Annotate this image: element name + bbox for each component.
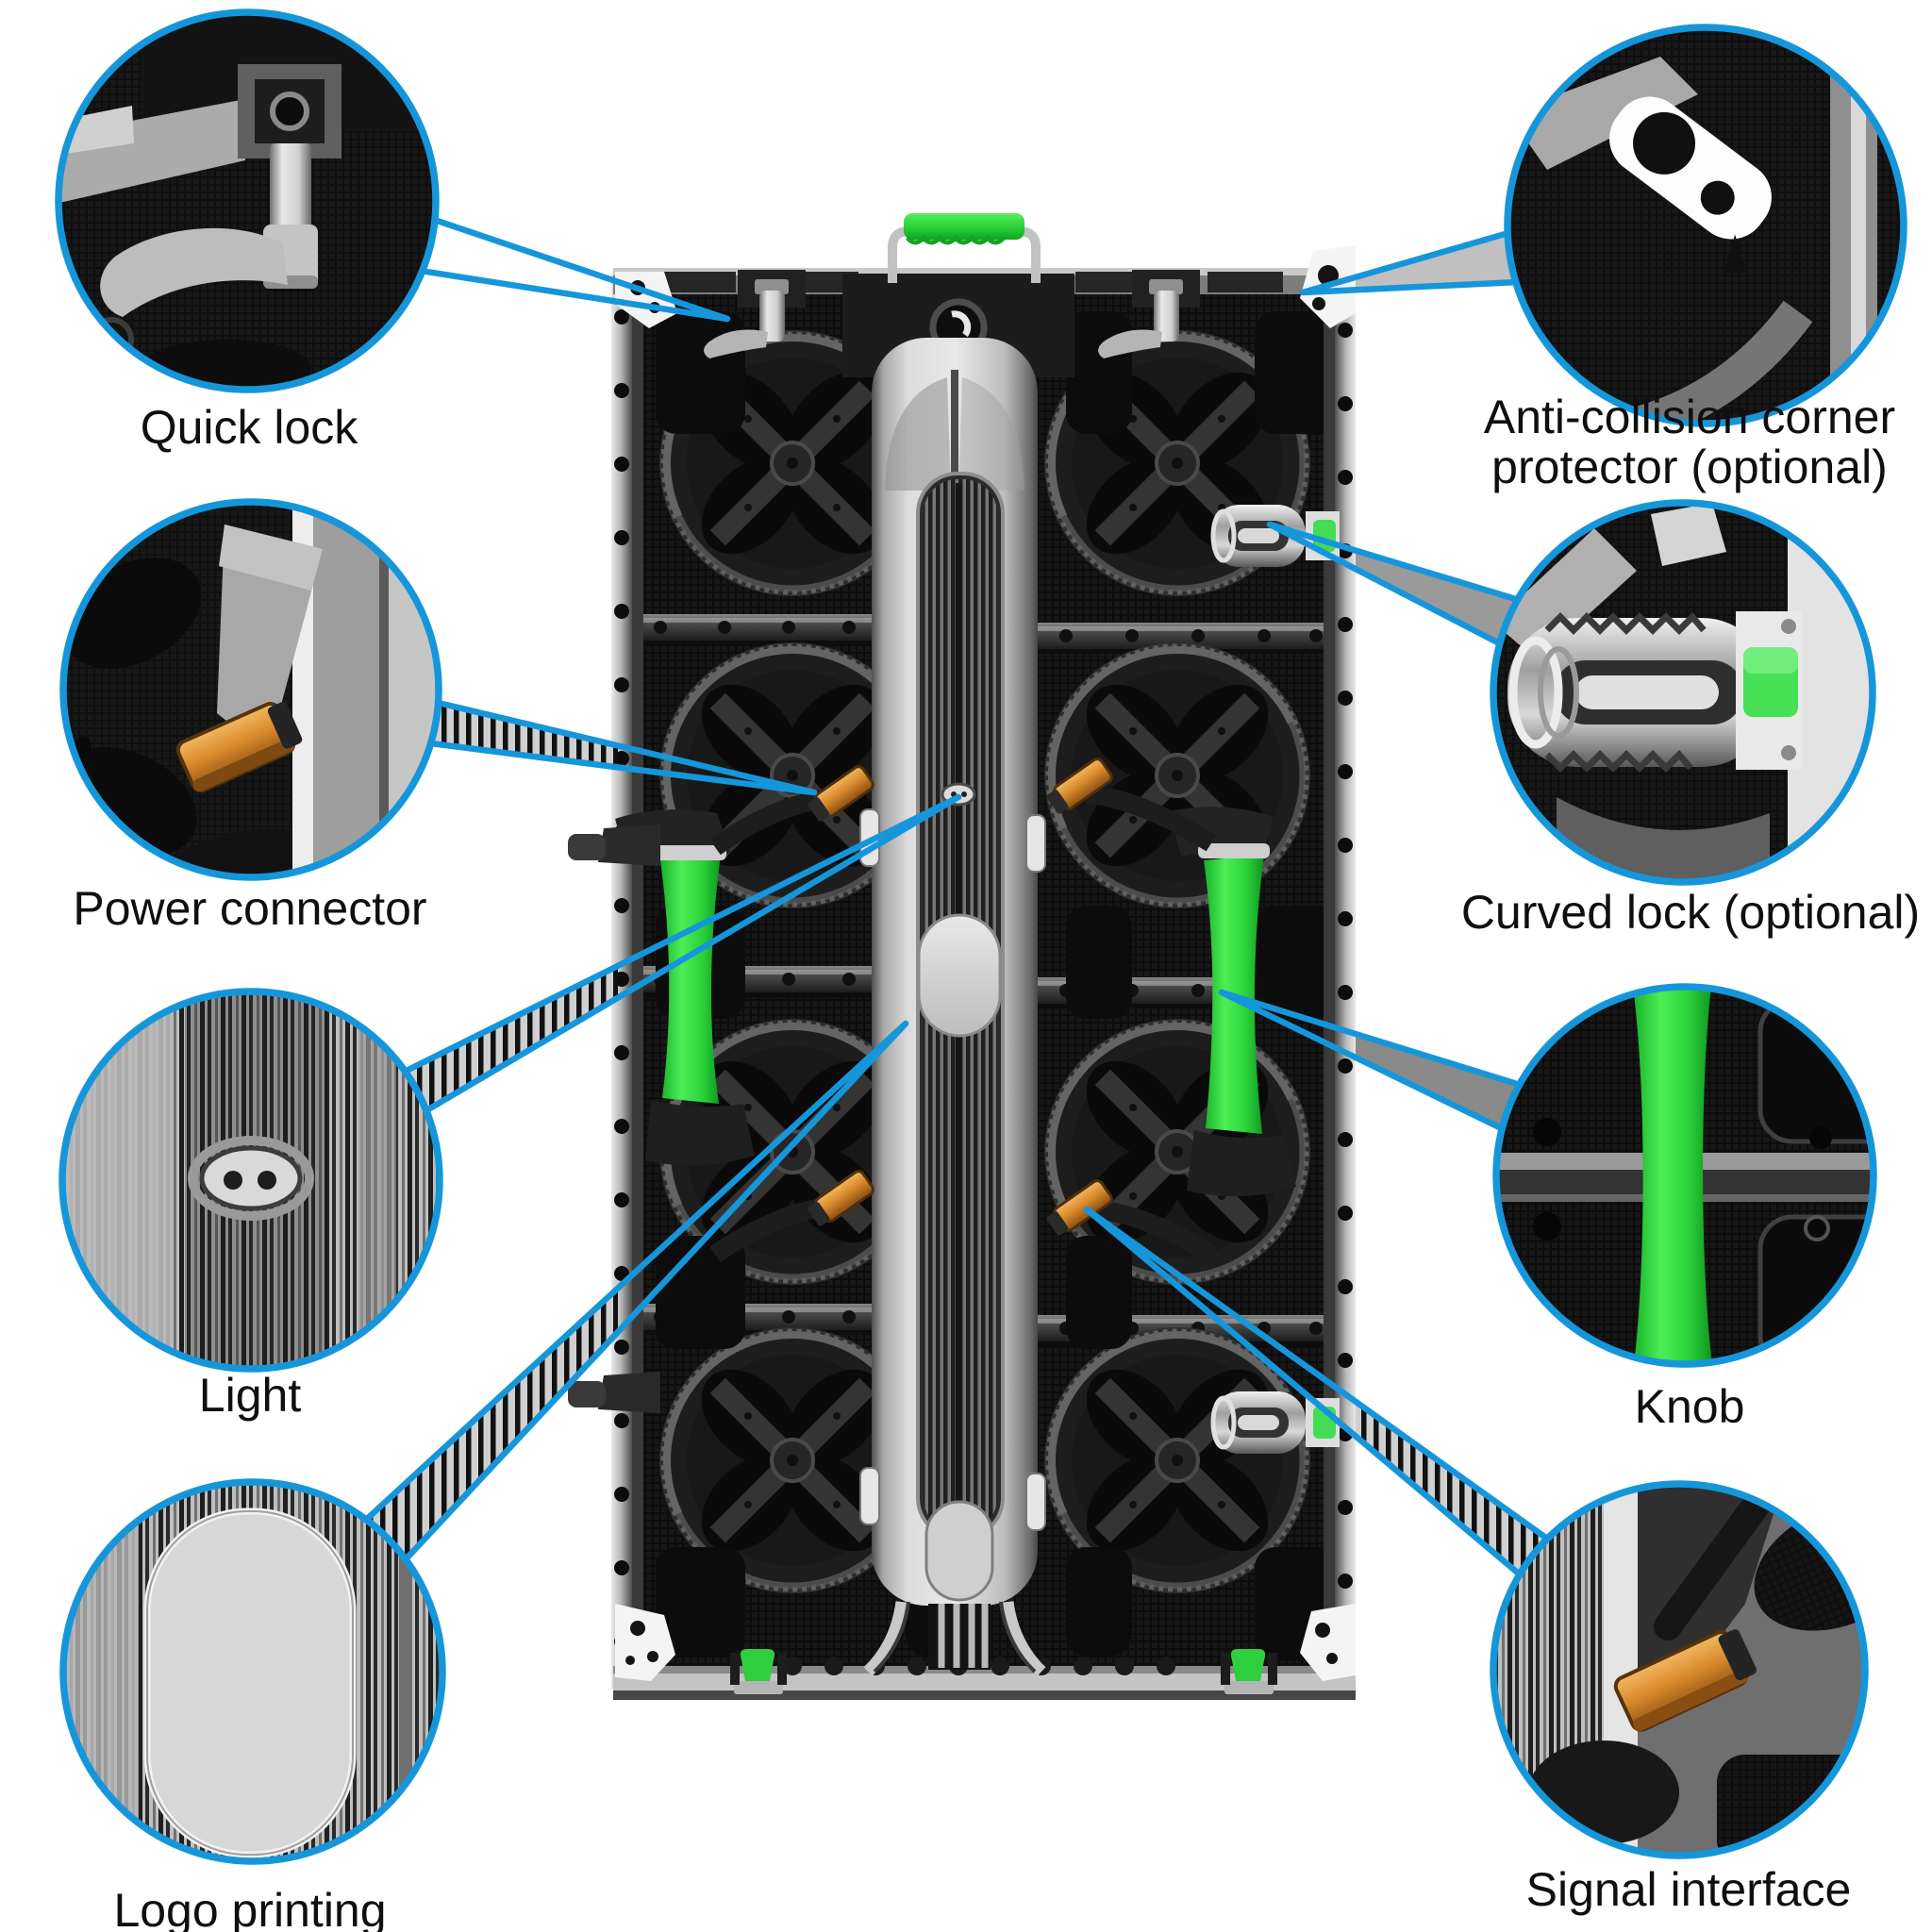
svg-text:Quick lock: Quick lock bbox=[141, 401, 359, 454]
svg-text:Anti-collision corner: Anti-collision corner bbox=[1484, 391, 1895, 443]
svg-text:Light: Light bbox=[199, 1369, 302, 1422]
svg-text:protector (optional): protector (optional) bbox=[1491, 441, 1888, 493]
svg-text:Logo printing: Logo printing bbox=[113, 1884, 386, 1932]
svg-text:Curved lock (optional): Curved lock (optional) bbox=[1461, 886, 1920, 939]
svg-text:Power connector: Power connector bbox=[73, 882, 426, 935]
svg-text:Knob: Knob bbox=[1635, 1380, 1745, 1433]
svg-text:Signal interface: Signal interface bbox=[1526, 1863, 1852, 1916]
